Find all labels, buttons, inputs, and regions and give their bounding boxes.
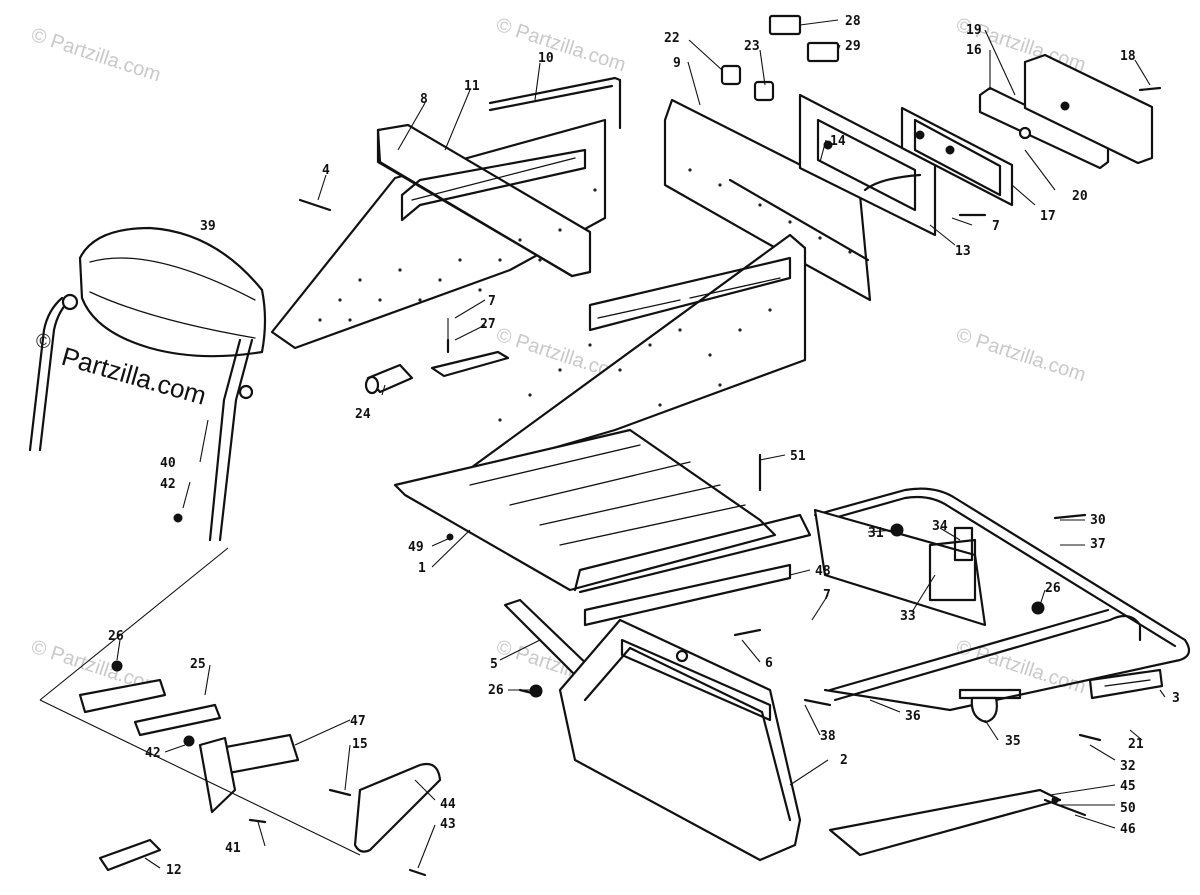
callout-10: 10 bbox=[538, 51, 554, 66]
callout-43: 43 bbox=[440, 817, 456, 832]
reflector-part-3 bbox=[1088, 668, 1164, 700]
callout-14: 14 bbox=[830, 134, 846, 149]
tailgate-part-2 bbox=[558, 618, 802, 862]
small-parts-24-27 bbox=[364, 318, 510, 395]
callout-45: 45 bbox=[1120, 779, 1136, 794]
callout-8: 8 bbox=[420, 92, 428, 107]
callout-36: 36 bbox=[905, 709, 921, 724]
callout-16: 16 bbox=[966, 43, 982, 58]
callout-31: 31 bbox=[868, 526, 884, 541]
callout-6: 6 bbox=[765, 656, 773, 671]
callout-26: 26 bbox=[488, 683, 504, 698]
callout-42: 42 bbox=[145, 746, 161, 761]
callout-22: 22 bbox=[664, 31, 680, 46]
hitch-part-35 bbox=[958, 688, 1022, 724]
callout-2: 2 bbox=[840, 753, 848, 768]
callout-40: 40 bbox=[160, 456, 176, 471]
callout-15: 15 bbox=[352, 737, 368, 752]
deck-floor-part-1 bbox=[393, 233, 812, 594]
callout-12: 12 bbox=[166, 863, 182, 878]
fasteners bbox=[248, 86, 1162, 877]
callout-1: 1 bbox=[418, 561, 426, 576]
tail-light-plate bbox=[798, 93, 1014, 237]
callout-35: 35 bbox=[1005, 734, 1021, 749]
callout-26: 26 bbox=[1045, 581, 1061, 596]
small-tiles bbox=[720, 14, 840, 102]
callout-33: 33 bbox=[900, 609, 916, 624]
rail-frame-part-37 bbox=[813, 487, 1191, 712]
callout-9: 9 bbox=[673, 56, 681, 71]
callout-25: 25 bbox=[190, 657, 206, 672]
callout-28: 28 bbox=[845, 14, 861, 29]
callout-21: 21 bbox=[1128, 737, 1144, 752]
callout-29: 29 bbox=[845, 39, 861, 54]
callout-51: 51 bbox=[790, 449, 806, 464]
callout-38: 38 bbox=[820, 729, 836, 744]
callout-32: 32 bbox=[1120, 759, 1136, 774]
callout-27: 27 bbox=[480, 317, 496, 332]
callout-41: 41 bbox=[225, 841, 241, 856]
callout-7: 7 bbox=[823, 588, 831, 603]
callout-42: 42 bbox=[160, 477, 176, 492]
callout-17: 17 bbox=[1040, 209, 1056, 224]
callout-labels: 8 11 10 9 4 22 23 28 29 19 16 18 20 17 7… bbox=[108, 14, 1180, 878]
callout-34: 34 bbox=[932, 519, 948, 534]
watermark-text: © Partzilla.com bbox=[493, 14, 628, 77]
handle-assembly bbox=[78, 660, 442, 872]
callout-37: 37 bbox=[1090, 537, 1106, 552]
callout-3: 3 bbox=[1172, 691, 1180, 706]
callout-44: 44 bbox=[440, 797, 456, 812]
callout-18: 18 bbox=[1120, 49, 1136, 64]
bottom-angle-bracket bbox=[828, 788, 1087, 857]
left-side-panel-assembly bbox=[270, 118, 607, 350]
backrest-assembly bbox=[28, 226, 267, 542]
tail-light-lens bbox=[978, 53, 1154, 170]
watermark-text: © Partzilla.com bbox=[953, 324, 1088, 387]
callout-39: 39 bbox=[200, 219, 216, 234]
callout-7: 7 bbox=[488, 294, 496, 309]
callout-30: 30 bbox=[1090, 513, 1106, 528]
callout-24: 24 bbox=[355, 407, 371, 422]
callout-4: 4 bbox=[322, 163, 330, 178]
callout-5: 5 bbox=[490, 657, 498, 672]
callout-47: 47 bbox=[350, 714, 366, 729]
callout-23: 23 bbox=[744, 39, 760, 54]
callout-48: 48 bbox=[815, 564, 831, 579]
leader-lines bbox=[39, 19, 1166, 869]
callout-26: 26 bbox=[108, 629, 124, 644]
rivet-pattern bbox=[318, 188, 597, 322]
callout-20: 20 bbox=[1072, 189, 1088, 204]
callout-46: 46 bbox=[1120, 822, 1136, 837]
watermark-text: © Partzilla.com bbox=[28, 24, 163, 87]
callout-19: 19 bbox=[966, 23, 982, 38]
rear-panel-part-9 bbox=[663, 98, 872, 302]
callout-7: 7 bbox=[992, 219, 1000, 234]
callout-50: 50 bbox=[1120, 801, 1136, 816]
callout-49: 49 bbox=[408, 540, 424, 555]
callout-13: 13 bbox=[955, 244, 971, 259]
rod-part-10 bbox=[488, 76, 622, 130]
callout-11: 11 bbox=[464, 79, 480, 94]
